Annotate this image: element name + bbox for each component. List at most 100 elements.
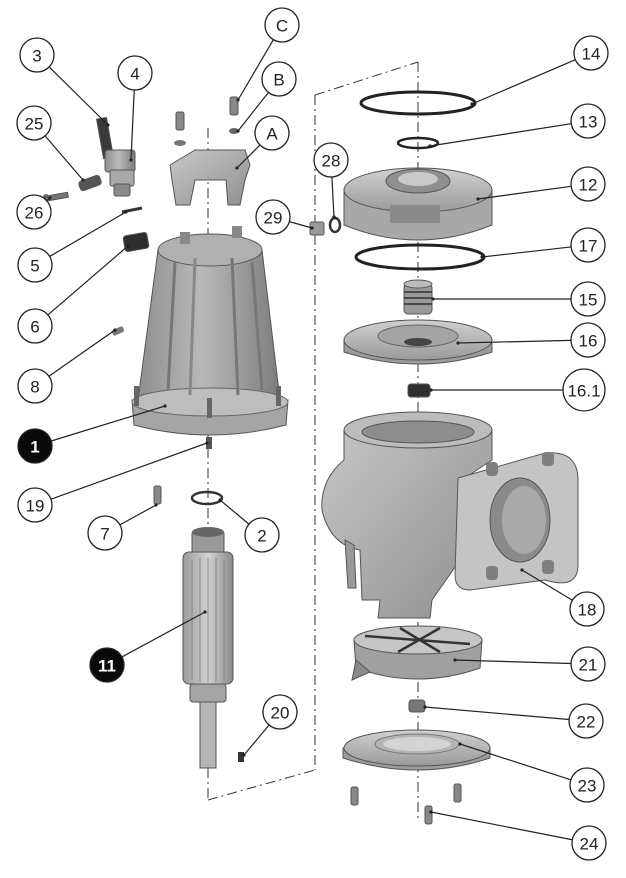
- leader-line-6: [47, 245, 129, 316]
- pin-part-19: [206, 437, 212, 449]
- callout-circle: [244, 517, 280, 553]
- leader-dot-28: [332, 215, 336, 219]
- callout-circle: [16, 194, 52, 230]
- callout-circle: [17, 247, 53, 283]
- leader-dot-18: [520, 568, 524, 572]
- callout-15: 15: [570, 281, 606, 317]
- leader-line-19: [50, 442, 208, 500]
- leader-dot-8: [113, 328, 117, 332]
- callout-circle: [570, 322, 606, 358]
- screw-part-c: [229, 96, 239, 116]
- callout-circle: [17, 308, 53, 344]
- callout-14: 14: [573, 35, 609, 71]
- screw-part-left-top: [174, 111, 186, 146]
- callout-number: 8: [30, 378, 39, 397]
- washer-part-b: [229, 128, 239, 134]
- callout-number: 22: [577, 713, 596, 732]
- callout-7: 7: [87, 515, 123, 551]
- callout-circle: [262, 694, 298, 730]
- callout-number: 29: [264, 209, 283, 228]
- leader-dot-4: [129, 158, 133, 162]
- leader-line-25: [44, 135, 84, 181]
- callout-circle: [313, 142, 349, 178]
- seal-plate-part: [343, 319, 493, 365]
- leader-dot-26: [48, 196, 52, 200]
- leader-dot-15: [431, 297, 435, 301]
- leader-dot-1: [163, 404, 167, 408]
- callout-circle: [570, 281, 606, 317]
- callout-number: 14: [582, 45, 601, 64]
- callout-number: 19: [26, 497, 45, 516]
- leader-line-23: [459, 743, 572, 781]
- leader-line-8: [48, 329, 116, 377]
- oring-part-2: [190, 490, 224, 506]
- callout-3: 3: [19, 37, 55, 73]
- callout-B: B: [261, 61, 297, 97]
- rotor-part: [182, 527, 234, 769]
- callout-number: 25: [25, 115, 44, 134]
- callout-number: 23: [578, 777, 597, 796]
- washer-part-28: [328, 216, 342, 234]
- callout-number: A: [266, 125, 278, 144]
- callout-13: 13: [570, 103, 606, 139]
- callout-number: 18: [578, 601, 597, 620]
- leader-line-3: [48, 66, 109, 126]
- leader-lines: [44, 39, 576, 841]
- callout-circle: [570, 646, 606, 682]
- leader-line-28: [331, 176, 335, 218]
- leader-dot-14: [470, 102, 474, 106]
- callout-18: 18: [569, 591, 605, 627]
- leader-line-17: [481, 246, 572, 258]
- callout-number: 21: [579, 656, 598, 675]
- callout-circle: [89, 647, 125, 683]
- callout-circle: [17, 428, 53, 464]
- leader-line-12: [477, 185, 572, 200]
- leader-dot-16: [456, 341, 460, 345]
- callout-number: 2: [257, 527, 266, 546]
- callout-2: 2: [244, 517, 280, 553]
- callout-16-1: 16.1: [562, 368, 606, 412]
- callout-number: 13: [579, 113, 598, 132]
- mechanical-seal-part: [403, 279, 433, 315]
- leader-line-29: [289, 221, 313, 229]
- leader-line-16: [457, 339, 572, 344]
- callout-circle: [570, 103, 606, 139]
- callout-A: A: [254, 115, 290, 151]
- callout-circle: [17, 487, 53, 523]
- leader-dot-29: [310, 226, 314, 230]
- leader-line-4: [130, 89, 135, 161]
- callout-12: 12: [570, 166, 606, 202]
- callout-circle: [19, 37, 55, 73]
- callout-number: 3: [32, 47, 41, 66]
- callout-5: 5: [17, 247, 53, 283]
- callout-22: 22: [568, 703, 604, 739]
- callout-20: 20: [262, 694, 298, 730]
- callout-circle: [261, 61, 297, 97]
- screws-part-24: [350, 783, 462, 825]
- callout-number: 12: [579, 176, 598, 195]
- leader-dot-25: [81, 178, 85, 182]
- callout-C: C: [264, 7, 300, 43]
- callout-circle: [16, 105, 52, 141]
- callout-19: 19: [17, 487, 53, 523]
- leader-line-C: [237, 39, 274, 101]
- screw-part-7: [153, 485, 162, 505]
- callout-16: 16: [570, 322, 606, 358]
- wear-plate-part: [342, 729, 491, 771]
- leader-dot-12: [476, 197, 480, 201]
- callout-circle: [87, 515, 123, 551]
- callout-circle: [569, 767, 605, 803]
- leader-dot-20: [242, 753, 246, 757]
- bracket-part-a: [169, 149, 251, 206]
- leader-line-18: [521, 569, 573, 601]
- callout-number: 28: [322, 152, 341, 171]
- callout-number: 24: [580, 835, 599, 854]
- callout-number: 4: [130, 65, 139, 84]
- spring-part: [78, 174, 102, 192]
- leader-dot-17: [480, 255, 484, 259]
- callout-number: 6: [30, 318, 39, 337]
- leader-line-1: [51, 405, 166, 442]
- leader-dot-23: [458, 742, 462, 746]
- leader-line-A: [236, 144, 261, 169]
